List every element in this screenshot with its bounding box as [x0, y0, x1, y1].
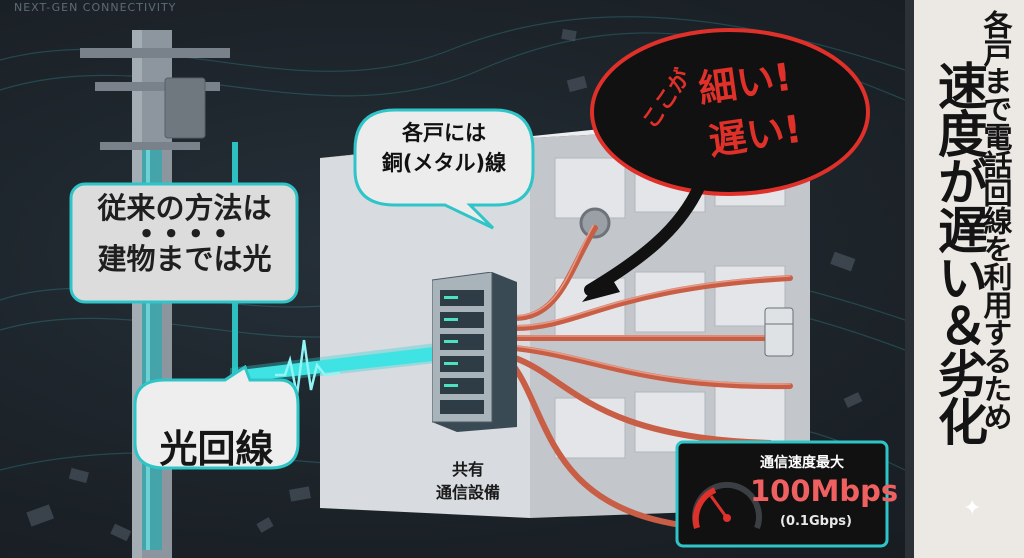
warning-callout-bubble [582, 28, 870, 302]
fiber-callout-bubble [133, 365, 300, 470]
sidebar-panel: 各戸まで電話回線を利用するため 速度が遅い＆劣化 ✦ [905, 0, 1024, 558]
sidebar-subtitle: 各戸まで電話回線を利用するため [979, 10, 1013, 430]
speed-label: 通信速度最大 [760, 455, 844, 471]
traditional-callout-bubble [69, 182, 299, 304]
speed-sub: (0.1Gbps) [780, 514, 852, 529]
fiber-callout-text: 光回線 [159, 427, 274, 471]
shared-server-rack [432, 272, 517, 432]
sparkle-icon: ✦ [963, 496, 982, 521]
sidebar-title: 速度が遅い＆劣化 [930, 60, 988, 444]
header-tag: NEXT-GEN CONNECTIVITY [14, 1, 177, 14]
speed-value: 100Mbps [750, 474, 899, 508]
traditional-callout-text: 従来の方法は ● ● ● ● 建物までは光 [97, 191, 272, 276]
facility-label: 共有 通信設備 [435, 460, 500, 502]
copper-callout-bubble [353, 108, 535, 230]
copper-callout-text: 各戸には 銅(メタル)線 [381, 121, 507, 175]
speed-panel [675, 440, 889, 548]
